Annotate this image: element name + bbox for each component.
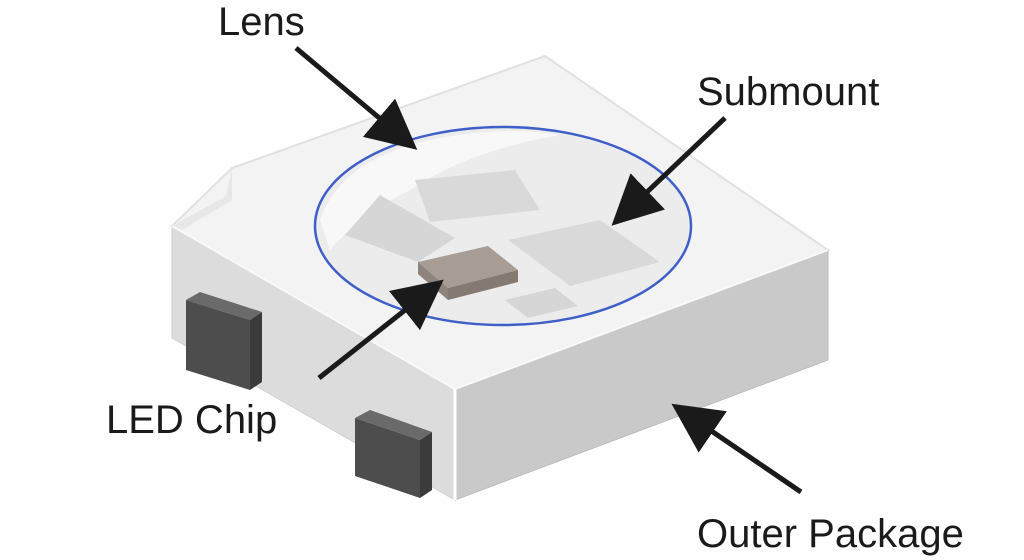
terminal-right: [355, 410, 432, 498]
outer-package-label: Outer Package: [697, 512, 964, 556]
submount-pad-top: [415, 170, 540, 222]
submount-arrow: [611, 116, 727, 226]
outer-package-arrow: [671, 403, 803, 495]
submount-pad-bottom: [505, 288, 578, 318]
led-chip-side-right: [448, 270, 518, 300]
cavity-shadow: [320, 131, 560, 250]
submount-cavity: [315, 127, 691, 325]
led-chip-top: [418, 246, 518, 288]
submount-label: Submount: [697, 70, 880, 114]
lens-label: Lens: [218, 0, 305, 44]
package-notch: [172, 168, 232, 236]
lens-outline: [313, 125, 693, 327]
led-chip-label: LED Chip: [106, 398, 278, 442]
submount-pad-left: [345, 195, 455, 262]
submount-pad-right: [508, 220, 660, 286]
led-chip-arrow: [317, 279, 444, 380]
lens-arrow: [294, 46, 418, 150]
terminal-left: [186, 292, 262, 390]
